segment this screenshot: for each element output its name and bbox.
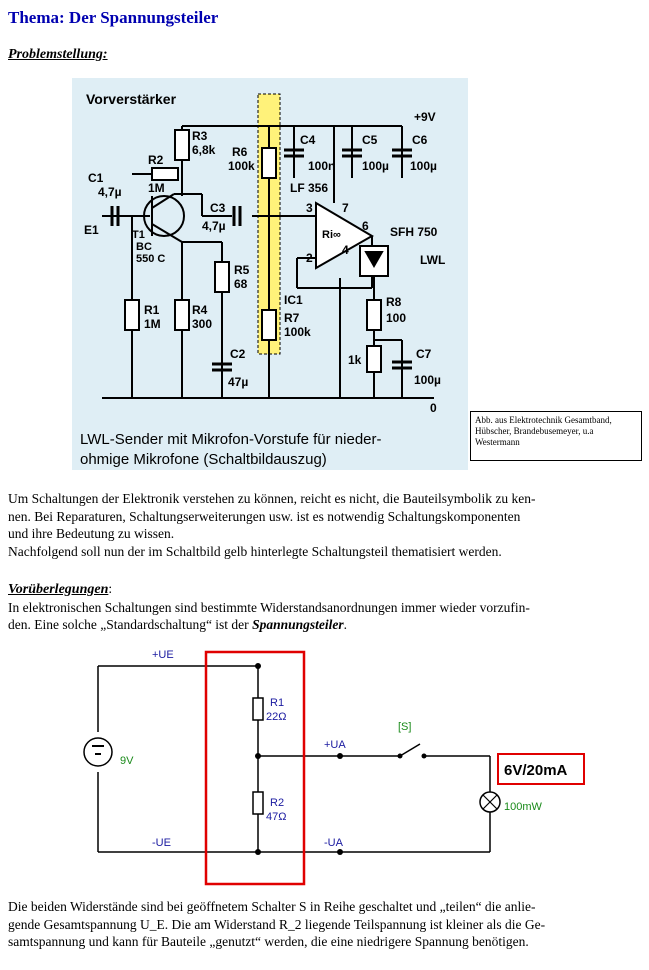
fig1-t1-type-b: 550 C (136, 253, 165, 265)
preamp-schematic: Vorverstärker +9V R3 6,8k R2 1M R6 100k … (72, 78, 468, 470)
fig1-r6: R6 (232, 145, 248, 159)
fig1-r2: R2 (148, 153, 164, 167)
fig1-c7: C7 (416, 347, 432, 361)
fig1-c3: C3 (210, 201, 226, 215)
fig1-r7-value: 100k (284, 325, 311, 339)
fig1-pot: 1k (348, 353, 362, 367)
fig1-r1: R1 (144, 303, 160, 317)
pre-heading-colon: : (108, 581, 113, 596)
fig1-c7-value: 100µ (414, 373, 441, 387)
divider-schematic-svg: +UE -UE +UA -UA R1 22Ω R2 47Ω 9V [S] 100… (83, 649, 585, 886)
fig1-r3: R3 (192, 129, 208, 143)
fig1-c5-value: 100µ (362, 159, 389, 173)
intro-paragraph: Um Schaltungen der Elektronik verstehen … (8, 490, 632, 560)
battery-symbol (83, 737, 113, 767)
intro-line: Um Schaltungen der Elektronik verstehen … (8, 491, 536, 506)
fig1-c1-value: 4,7µ (98, 185, 122, 199)
fig1-r8-value: 100 (386, 311, 406, 325)
fig1-t1: T1 (132, 229, 145, 241)
fig1-e1: E1 (84, 223, 99, 237)
r1-value: 22Ω (266, 711, 286, 723)
conclusion-line: Die beiden Widerstände sind bei geöffnet… (8, 899, 536, 914)
pre-line-end: . (343, 617, 347, 632)
pre-section: Vorüberlegungen: In elektronischen Schal… (8, 580, 632, 634)
fig1-r4-value: 300 (192, 317, 212, 331)
r2-value: 47Ω (266, 811, 286, 823)
fig1-pin2: 2 (306, 251, 313, 265)
ue-plus-label: +UE (152, 649, 174, 661)
fig1-c1: C1 (88, 171, 104, 185)
fig1-caption-line2: ohmige Mikrofone (Schaltbildauszug) (80, 451, 327, 468)
conclusion-line: samtspannung und kann für Bauteile „genu… (8, 934, 529, 949)
pre-line-part: den. Eine solche „Standardschaltung“ ist… (8, 617, 253, 632)
fig1-c6: C6 (412, 133, 428, 147)
fig1-pin6: 6 (362, 219, 369, 233)
fig1-r5-value: 68 (234, 277, 248, 291)
ua-minus-label: -UA (324, 837, 344, 849)
fig1-caption-line1: LWL-Sender mit Mikrofon-Vorstufe für nie… (80, 431, 382, 448)
preamp-schematic-svg: Vorverstärker +9V R3 6,8k R2 1M R6 100k … (80, 91, 445, 468)
fig1-supply: +9V (414, 110, 436, 124)
fig1-r3-value: 6,8k (192, 143, 216, 157)
fig1-c6-value: 100µ (410, 159, 437, 173)
intro-line: nen. Bei Reparaturen, Schaltungserweiter… (8, 508, 521, 524)
fig1-r6-value: 100k (228, 159, 255, 173)
transistor-symbol (143, 195, 185, 237)
pre-heading: Vorüberlegungen (8, 582, 109, 597)
lamp-rating-label: 6V/20mA (504, 762, 568, 779)
fig1-pin7: 7 (342, 201, 349, 215)
conclusion-line: gende Gesamtspannung U_E. Die am Widerst… (8, 916, 546, 932)
ua-plus-label: +UA (324, 739, 346, 751)
r2-symbol (252, 791, 264, 815)
fig1-r7: R7 (284, 311, 300, 325)
r1-symbol (252, 697, 264, 721)
divider-highlight-box (204, 650, 306, 886)
intro-line: Nachfolgend soll nun der im Schaltbild g… (8, 543, 502, 559)
fig1-c4: C4 (300, 133, 316, 147)
lamp-label: 100mW (504, 801, 543, 813)
fig1-lf356: LF 356 (290, 181, 328, 195)
fig1-c2-value: 47µ (228, 375, 248, 389)
fig1-ground: 0 (430, 401, 437, 415)
page-title: Thema: Der Spannungsteiler (8, 8, 219, 27)
fig1-ic1: IC1 (284, 293, 303, 307)
fig1-c4-value: 100n (308, 159, 335, 173)
fig1-r1-value: 1M (144, 317, 161, 331)
problem-heading: Problemstellung: (8, 47, 108, 62)
fig1-t1-type-a: BC (136, 241, 152, 253)
fig1-r4: R4 (192, 303, 208, 317)
fig1-lwl: LWL (420, 253, 445, 267)
fig1-ri: Ri∞ (322, 229, 341, 241)
fig1-c3-value: 4,7µ (202, 219, 226, 233)
capacitors (110, 148, 412, 372)
fig1-r2-value: 1M (148, 181, 165, 195)
ue-minus-label: -UE (152, 837, 171, 849)
source-voltage-label: 9V (120, 755, 134, 767)
junction-dots (255, 663, 427, 855)
fig1-sfh750: SFH 750 (390, 225, 438, 239)
fig1-heading: Vorverstärker (86, 91, 177, 107)
switch-label: [S] (398, 721, 411, 733)
pre-line: In elektronischen Schaltungen sind besti… (8, 599, 530, 615)
divider-schematic: +UE -UE +UA -UA R1 22Ω R2 47Ω 9V [S] 100… (80, 640, 600, 890)
lamp-rating-box (497, 753, 585, 785)
fig1-r5: R5 (234, 263, 250, 277)
r2-label: R2 (270, 797, 284, 809)
fig1-c2: C2 (230, 347, 246, 361)
fig1-r8: R8 (386, 295, 402, 309)
fig1-c5: C5 (362, 133, 378, 147)
fig1-pin4: 4 (342, 243, 349, 257)
intro-line: und ihre Bedeutung zu wissen. (8, 526, 175, 541)
source-note: Abb. aus Elektrotechnik Gesamtband, Hübs… (470, 411, 642, 461)
fig1-pin3: 3 (306, 201, 313, 215)
resistors (124, 129, 382, 373)
r1-label: R1 (270, 697, 284, 709)
divider-wires (97, 665, 491, 853)
conclusion-paragraph: Die beiden Widerstände sind bei geöffnet… (8, 898, 632, 951)
spannungsteiler-term: Spannungsteiler (252, 617, 344, 632)
